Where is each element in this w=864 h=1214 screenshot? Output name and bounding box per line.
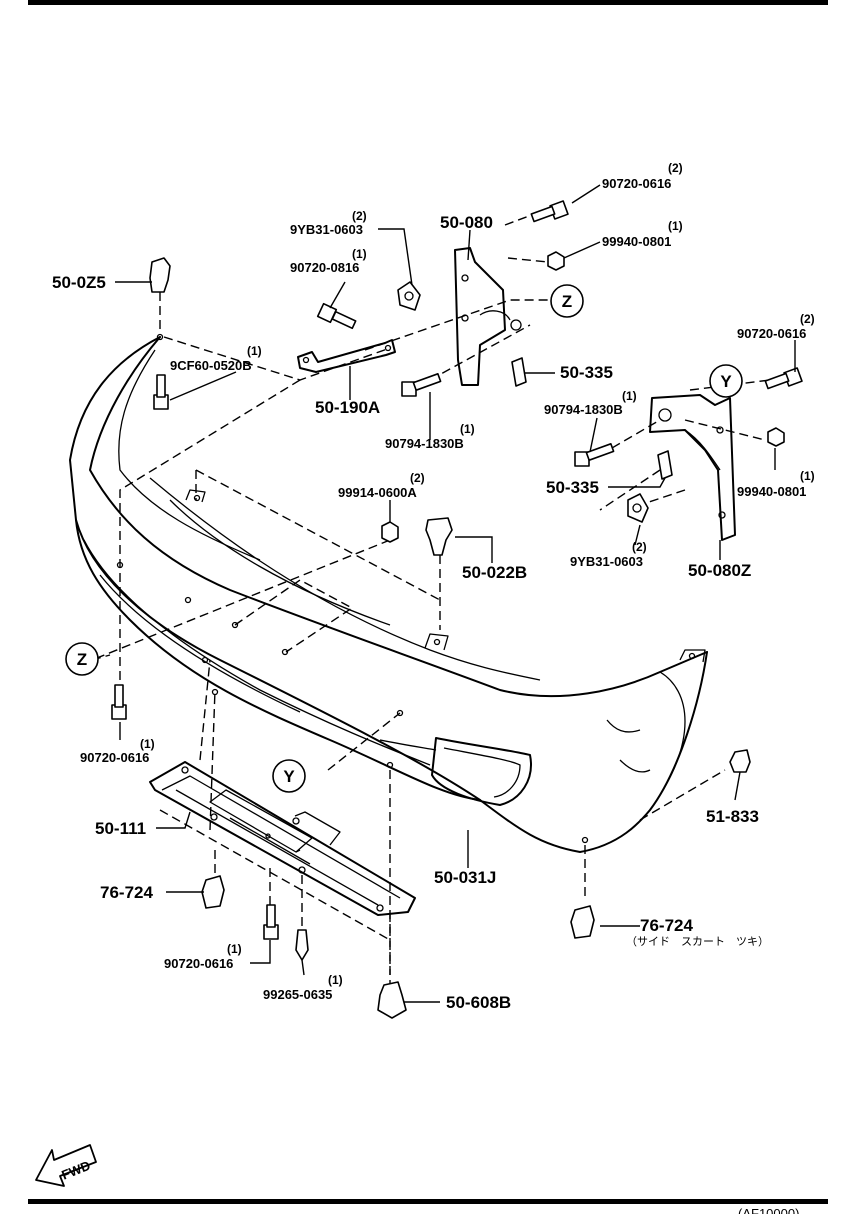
svg-text:Z: Z [77, 650, 87, 669]
figure-code: (AF10000) [738, 1206, 799, 1214]
callout-9cf60-0520b: 9CF60-0520B [170, 358, 252, 373]
qty-9yb31-bottom: (2) [632, 540, 647, 554]
callout-50-080z: 50-080Z [688, 561, 751, 580]
callout-50-080: 50-080 [440, 213, 493, 232]
qty-90720-0816: (1) [352, 247, 367, 261]
bumper-cover-illustration [69, 333, 708, 853]
qty-99940-top: (1) [668, 219, 683, 233]
callout-50-190a: 50-190A [315, 398, 380, 417]
callout-90720-0616-right: 90720-0616 [737, 326, 806, 341]
reference-markers: Z Y Z Y [65, 284, 743, 793]
marker-y-bottom: Y [272, 759, 306, 793]
qty-99940-right: (1) [800, 469, 815, 483]
fwd-arrow-icon: FWD [35, 1144, 97, 1187]
svg-text:Y: Y [720, 372, 732, 391]
qty-99914: (2) [410, 471, 425, 485]
top-border [28, 0, 828, 5]
callout-99940-0801-top: 99940-0801 [602, 234, 671, 249]
under-cover-illustration [149, 761, 416, 916]
callout-90720-0616-bottom: 90720-0616 [164, 956, 233, 971]
callout-90720-0816: 90720-0816 [290, 260, 359, 275]
callout-9yb31-0603-bottom: 9YB31-0603 [570, 554, 643, 569]
callout-99265-0635: 99265-0635 [263, 987, 332, 1002]
callout-99914-0600a: 99914-0600A [338, 485, 417, 500]
qty-90794-left: (1) [460, 422, 475, 436]
callout-90720-0616-left: 90720-0616 [80, 750, 149, 765]
callout-50-111: 50-111 [95, 819, 146, 838]
callout-50-335-bottom: 50-335 [546, 478, 599, 497]
callout-90794-1830b-left: 90794-1830B [385, 436, 464, 451]
callout-90720-0616-top: 90720-0616 [602, 176, 671, 191]
callout-51-833: 51-833 [706, 807, 759, 826]
callout-9yb31-0603-top: 9YB31-0603 [290, 222, 363, 237]
assembly-lines [91, 209, 771, 1000]
marker-z-left: Z [65, 642, 99, 676]
qty-90794-right: (1) [622, 389, 637, 403]
bracket-50-080z-illustration [649, 394, 736, 541]
bracket-50-190a-illustration [297, 339, 396, 373]
leader-lines [115, 184, 796, 1003]
qty-90720-0616-top: (2) [668, 161, 683, 175]
qty-99265: (1) [328, 973, 343, 987]
callout-50-335-top: 50-335 [560, 363, 613, 382]
qty-90720-0616-bottom: (1) [227, 942, 242, 956]
part-callouts: 50-0Z5 (1) 9CF60-0520B (1) 90720-0816 (2… [52, 161, 815, 1012]
callout-50-0z5: 50-0Z5 [52, 273, 106, 292]
callout-90794-1830b-right: 90794-1830B [544, 402, 623, 417]
qty-90720-0616-left: (1) [140, 737, 155, 751]
callout-50-022b: 50-022B [462, 563, 527, 582]
callout-99940-0801-right: 99940-0801 [737, 484, 806, 499]
fastener-illustrations [111, 200, 803, 1019]
marker-z-top: Z [550, 284, 584, 318]
qty-9cf60: (1) [247, 344, 262, 358]
callout-50-608b: 50-608B [446, 993, 511, 1012]
marker-y-top: Y [709, 364, 743, 398]
callout-76-724-left: 76-724 [100, 883, 153, 902]
qty-90720-0616-right: (2) [800, 312, 815, 326]
callout-76-724-right: 76-724 [640, 916, 693, 935]
callout-50-031j: 50-031J [434, 868, 496, 887]
svg-text:Z: Z [562, 292, 572, 311]
svg-text:Y: Y [283, 767, 295, 786]
note-side-skirt: （サイド スカート ツキ） [626, 935, 769, 948]
qty-9yb31-top: (2) [352, 209, 367, 223]
bottom-border [28, 1199, 828, 1204]
bracket-50-080-illustration [454, 247, 522, 386]
